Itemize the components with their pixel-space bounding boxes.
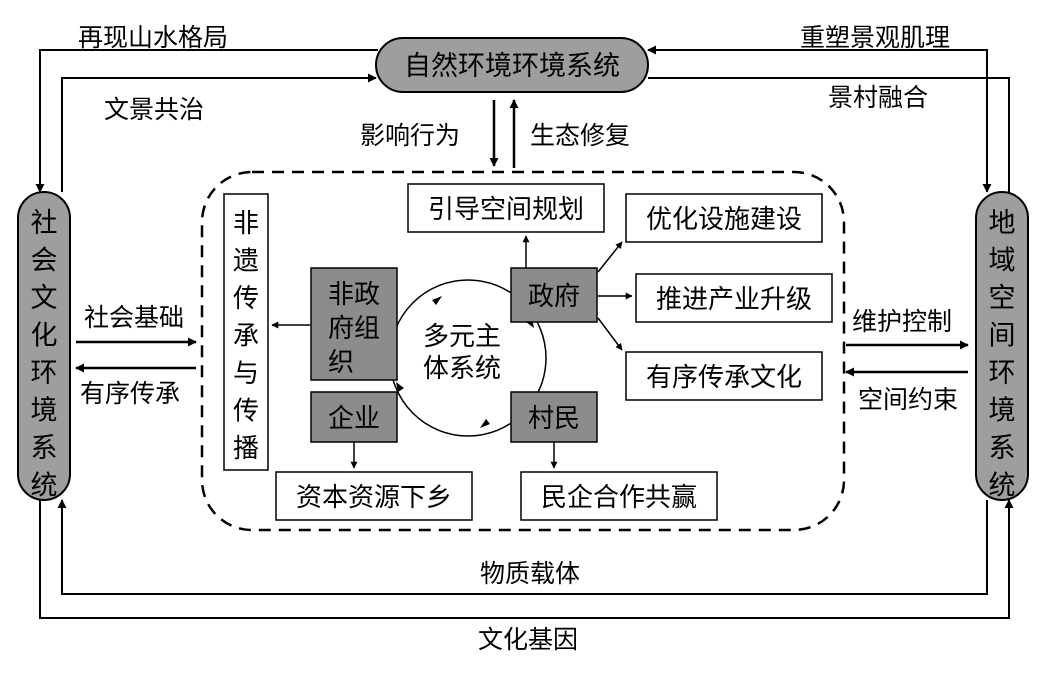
cycle-arrow-3 xyxy=(480,419,490,428)
regional-space-label: 地域空间环境系统 xyxy=(989,208,1016,502)
inner-top-right-label: 景村融合 xyxy=(828,83,928,112)
heritage-box: 非遗传承与传播 xyxy=(223,193,269,471)
social-culture-node: 社会文化环境系统 xyxy=(17,191,71,502)
gov-to-culture-arrow xyxy=(597,317,623,351)
cycle-arrow-1 xyxy=(432,296,442,305)
villagers-box: 村民 xyxy=(510,391,598,443)
core-label-line2: 体系统 xyxy=(423,354,501,384)
inner-top-left-label: 文景共治 xyxy=(104,95,204,124)
culture-label: 有序传承文化 xyxy=(646,363,802,393)
natural-environment-label: 自然环境环境系统 xyxy=(404,51,620,82)
industry-label: 推进产业升级 xyxy=(656,285,812,315)
impact-label: 影响行为 xyxy=(360,121,460,150)
government-label: 政府 xyxy=(528,282,580,312)
capital-label: 资本资源下乡 xyxy=(296,483,452,513)
win-win-label: 民企合作共赢 xyxy=(541,483,697,513)
cycle-arrow-4 xyxy=(396,382,404,392)
maintain-control-label: 维护控制 xyxy=(852,307,952,336)
inner-loop-left xyxy=(61,73,377,192)
enterprise-box: 企业 xyxy=(310,391,398,443)
enterprise-label: 企业 xyxy=(328,404,380,434)
outer-bottom-label: 文化基因 xyxy=(478,625,578,654)
spatial-planning-box: 引导空间规划 xyxy=(407,183,605,233)
infrastructure-box: 优化设施建设 xyxy=(625,193,823,243)
villagers-label: 村民 xyxy=(528,404,580,434)
spatial-planning-label: 引导空间规划 xyxy=(428,195,584,225)
outer-loop-left xyxy=(35,49,378,193)
core-label-line1: 多元主 xyxy=(423,322,501,352)
industry-box: 推进产业升级 xyxy=(635,273,833,323)
social-culture-label: 社会文化环境系统 xyxy=(31,208,58,502)
restore-label: 生态修复 xyxy=(530,121,630,150)
win-win-box: 民企合作共赢 xyxy=(520,471,718,521)
inner-loop-right xyxy=(648,77,1010,192)
outer-top-right-label: 重塑景观肌理 xyxy=(800,23,950,52)
bottom-loop-outer xyxy=(39,499,1014,619)
gov-to-infra-arrow xyxy=(597,241,623,273)
government-box: 政府 xyxy=(510,267,598,323)
ngo-box: 非政府组织 xyxy=(310,267,398,381)
natural-environment-node: 自然环境环境系统 xyxy=(375,37,649,93)
bottom-loop-inner xyxy=(57,499,988,595)
social-base-label: 社会基础 xyxy=(84,303,184,332)
capital-box: 资本资源下乡 xyxy=(275,471,473,521)
spatial-constraint-label: 空间约束 xyxy=(858,385,958,414)
culture-box: 有序传承文化 xyxy=(625,351,823,401)
outer-loop-right xyxy=(647,45,992,193)
regional-space-node: 地域空间环境系统 xyxy=(975,191,1029,502)
heritage-label: 非遗传承与传播 xyxy=(233,209,259,464)
infrastructure-label: 优化设施建设 xyxy=(646,205,802,235)
actor-system-container xyxy=(200,170,846,532)
ngo-label: 非政府组织 xyxy=(328,280,380,378)
inner-bottom-label: 物质载体 xyxy=(480,559,580,588)
ordered-inherit-label: 有序传承 xyxy=(80,379,180,408)
outer-top-left-label: 再现山水格局 xyxy=(78,23,228,52)
